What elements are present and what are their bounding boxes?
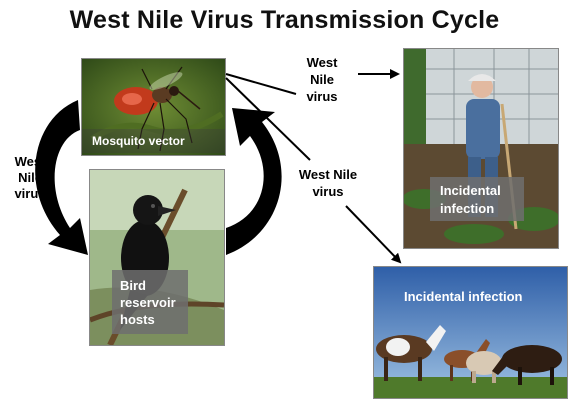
edge-label-top-line-3: virus bbox=[294, 89, 350, 105]
edge-label-middle-line-2: virus bbox=[288, 184, 368, 200]
edge-label-left-line-3: virus bbox=[9, 186, 51, 202]
edge-label-top-line-1: West bbox=[294, 55, 350, 71]
edge-label-left-line-2: Nile bbox=[9, 170, 51, 186]
right-cycle-arrow bbox=[226, 108, 282, 255]
arrow-line-top bbox=[226, 74, 296, 94]
arrow-to-horses bbox=[346, 206, 400, 262]
edge-label-left-line-1: West bbox=[9, 154, 51, 170]
edge-label-top-line-2: Nile bbox=[294, 72, 350, 88]
edge-label-middle-line-1: West Nile bbox=[288, 167, 368, 183]
